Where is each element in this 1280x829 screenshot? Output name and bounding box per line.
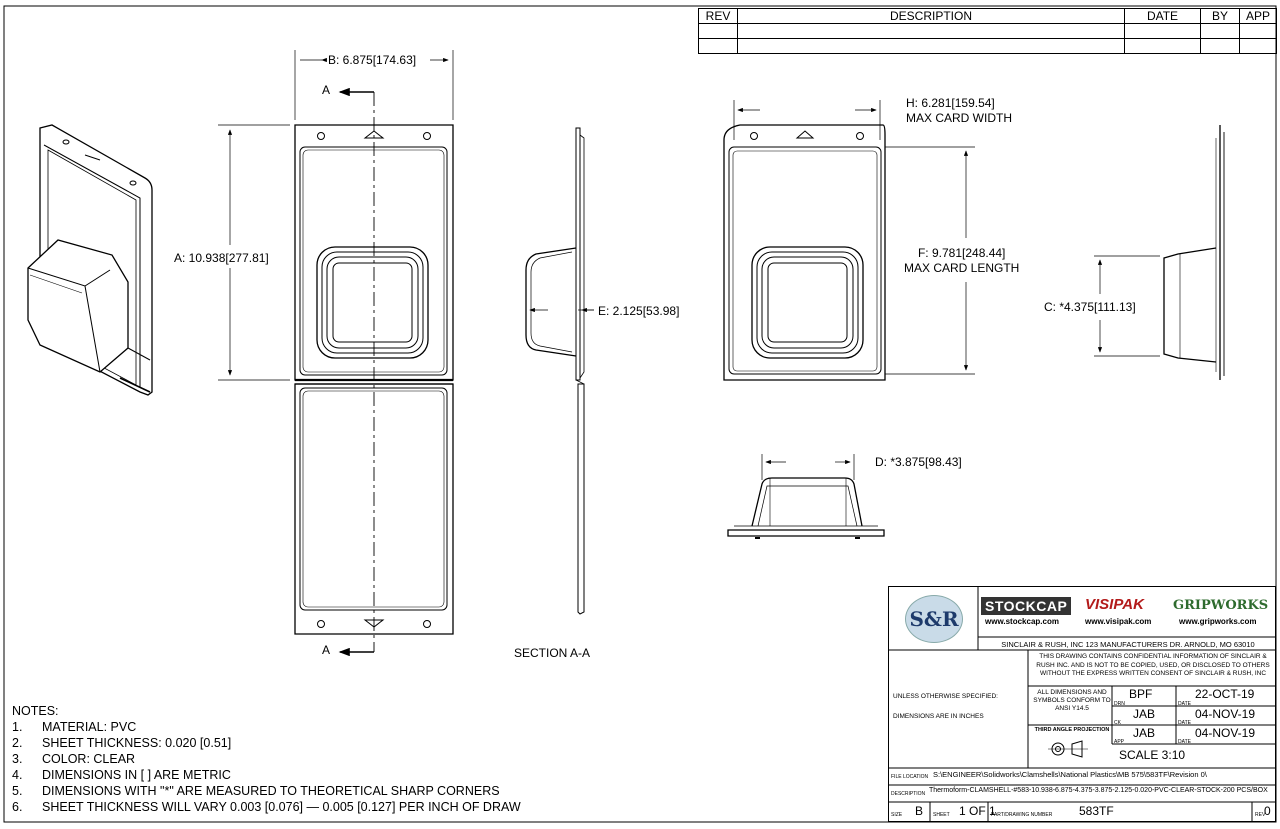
by-header: BY <box>1200 8 1240 24</box>
description-header: DESCRIPTION <box>737 8 1125 24</box>
dim-c-geometry <box>1094 255 1160 357</box>
dim-b-label: B: 6.875[174.63] <box>328 53 417 67</box>
app-date-label: DATE <box>1178 739 1191 745</box>
dim-a-geometry <box>218 124 290 381</box>
title-block-lines <box>888 586 1276 822</box>
notes-block: NOTES: 1.MATERIAL: PVC 2.SHEET THICKNESS… <box>12 703 521 815</box>
dim-a-label: A: 10.938[277.81] <box>174 251 269 265</box>
rev-header: REV <box>698 8 738 24</box>
title-block: S&R STOCKCAP www.stockcap.com VISIPAK ww… <box>888 586 1276 822</box>
ck-date-label: DATE <box>1178 720 1191 726</box>
part-description: Thermoform-CLAMSHELL-#583-10.938-6.875-4… <box>929 787 1268 794</box>
stockcap-url: www.stockcap.com <box>985 617 1059 626</box>
file-location-label: FILE LOCATION <box>891 774 929 780</box>
note-item: 6.SHEET THICKNESS WILL VARY 0.003 [0.076… <box>12 800 521 814</box>
note-item: 5.DIMENSIONS WITH "*" ARE MEASURED TO TH… <box>12 784 500 798</box>
dim-h-label: H: 6.281[159.54] MAX CARD WIDTH <box>906 96 1012 125</box>
section-mark-bottom: A <box>322 643 331 657</box>
ansi-note: ALL DIMENSIONS AND SYMBOLS CONFORM TO AN… <box>1033 689 1111 712</box>
note-item: 1.MATERIAL: PVC <box>12 720 137 734</box>
drawn-by: BPF <box>1129 687 1153 701</box>
approved-by: JAB <box>1133 726 1156 740</box>
dim-h-geometry <box>733 100 881 140</box>
approved-date: 04-NOV-19 <box>1195 726 1256 740</box>
revision-table: REV DESCRIPTION DATE BY APP <box>698 8 1277 54</box>
part-number: 583TF <box>1079 804 1114 818</box>
part-number-label: PART/DRAWING NUMBER <box>991 812 1053 818</box>
sheet-label: SHEET <box>933 812 950 818</box>
visipak-logo: VISIPAK <box>1085 596 1144 613</box>
note-item: 2.SHEET THICKNESS: 0.020 [0.51] <box>12 736 232 750</box>
isometric-view <box>27 124 153 396</box>
checked-date: 04-NOV-19 <box>1195 707 1256 721</box>
note-item: 3.COLOR: CLEAR <box>12 752 136 766</box>
file-location: S:\ENGINEER\Solidworks\Clamshells\Nation… <box>933 770 1207 779</box>
company-address: SINCLAIR & RUSH, INC 123 MANUFACTURERS D… <box>1001 640 1255 649</box>
section-mark-top: A <box>322 83 331 97</box>
dim-e-label: E: 2.125[53.98] <box>598 304 680 318</box>
sr-logo: S&R <box>905 595 963 643</box>
gripworks-logo: GRIPWORKS <box>1173 598 1269 613</box>
side-view <box>1163 125 1225 380</box>
section-caption: SECTION A-A <box>514 646 591 660</box>
drawn-date: 22-OCT-19 <box>1195 687 1255 701</box>
sheet-border <box>3 5 1277 823</box>
checked-by: JAB <box>1133 707 1156 721</box>
app-label: APP <box>1114 739 1125 745</box>
confidential-notice: THIS DRAWING CONTAINS CONFIDENTIAL INFOR… <box>1036 653 1270 677</box>
dim-f-geometry <box>885 146 975 375</box>
section-view <box>525 127 585 615</box>
rev-label: REV <box>1255 812 1266 818</box>
visipak-url: www.visipak.com <box>1085 617 1152 626</box>
sheet-number: 1 OF 1 <box>959 804 996 818</box>
third-angle-symbol <box>1048 740 1088 758</box>
description-label: DESCRIPTION <box>891 791 926 797</box>
front-view <box>294 87 454 657</box>
dim-f-label: F: 9.781[248.44] MAX CARD LENGTH <box>904 246 1020 275</box>
ck-label: CK <box>1114 720 1121 726</box>
note-item: 4.DIMENSIONS IN [ ] ARE METRIC <box>12 768 231 782</box>
sheet-size: B <box>915 804 924 818</box>
unless-specified: UNLESS OTHERWISE SPECIFIED: <box>893 693 998 700</box>
stockcap-logo: STOCKCAP <box>981 597 1072 615</box>
dim-b-geometry <box>294 50 454 120</box>
notes-heading: NOTES: <box>12 704 59 718</box>
dims-in-inches: DIMENSIONS ARE IN INCHES <box>893 713 984 720</box>
dim-e-geometry <box>525 300 594 318</box>
scale: SCALE 3:10 <box>1119 748 1186 762</box>
dim-c-label: C: *4.375[111.13] <box>1044 300 1136 314</box>
end-view <box>727 477 885 539</box>
drn-date-label: DATE <box>1178 701 1191 707</box>
dim-d-label: D: *3.875[98.43] <box>875 455 962 469</box>
dim-d-geometry <box>761 454 855 480</box>
card-view <box>723 124 886 381</box>
revision: 0 <box>1264 804 1271 818</box>
gripworks-url: www.gripworks.com <box>1179 617 1257 626</box>
date-header: DATE <box>1124 8 1201 24</box>
drn-label: DRN <box>1114 701 1125 707</box>
app-header: APP <box>1239 8 1277 24</box>
third-angle-label: THIRD ANGLE PROJECTION <box>1034 727 1110 733</box>
size-label: SIZE <box>891 812 903 818</box>
